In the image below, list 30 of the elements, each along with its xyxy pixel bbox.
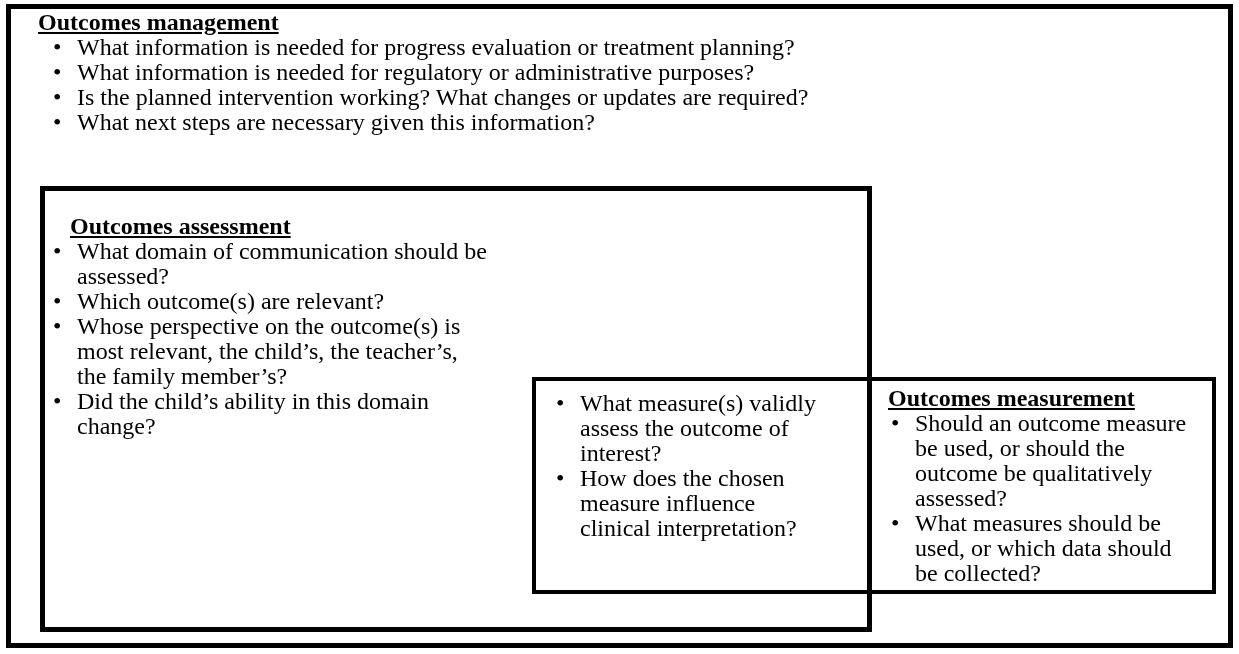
bullet-text: What information is needed for regulatory or administrative purposes?	[77, 60, 755, 85]
bullet-text: Did the child’s ability in this domain change?	[77, 389, 430, 439]
bullet-text: What measures should be used, or which data should be collected?	[915, 511, 1173, 586]
bullet-marker: •	[53, 35, 63, 60]
bullet-marker: •	[53, 389, 63, 416]
bullet-text: What next steps are necessary given this information?	[77, 110, 596, 135]
bullet-text: What domain of communication should be assessed?	[77, 239, 487, 289]
bullet-marker: •	[891, 411, 901, 438]
bullet-text: Is the planned intervention working? What changes or updates are required?	[77, 85, 810, 110]
section-heading: Outcomes assessment	[70, 213, 291, 239]
outline-box	[6, 4, 1233, 648]
section-heading: Outcomes measurement	[888, 385, 1135, 411]
bullet-text: How does the chosen measure influence clinical interpretation?	[580, 466, 798, 541]
bullet-marker: •	[53, 239, 63, 266]
bullet-marker: •	[53, 85, 63, 110]
bullet-text: What measure(s) validly assess the outcome of interest?	[580, 391, 817, 466]
bullet-marker: •	[556, 391, 566, 418]
outline-box	[40, 186, 872, 632]
bullet-text: Which outcome(s) are relevant?	[77, 289, 386, 314]
bullet-marker: •	[53, 289, 63, 314]
outline-box	[532, 377, 1216, 594]
bullet-marker: •	[53, 60, 63, 85]
bullet-text: Whose perspective on the outcome(s) is most relevant, the child’s, the teacher’s, the family member’s?	[77, 314, 462, 389]
bullet-text: What information is needed for progress evaluation or treatment planning?	[77, 35, 796, 60]
bullet-marker: •	[53, 314, 63, 341]
bullet-marker: •	[556, 466, 566, 493]
bullet-marker: •	[53, 110, 63, 135]
bullet-marker: •	[891, 511, 901, 538]
section-heading: Outcomes management	[38, 9, 279, 35]
bullet-text: Should an outcome measure be used, or should the outcome be qualitatively assessed?	[915, 411, 1188, 511]
